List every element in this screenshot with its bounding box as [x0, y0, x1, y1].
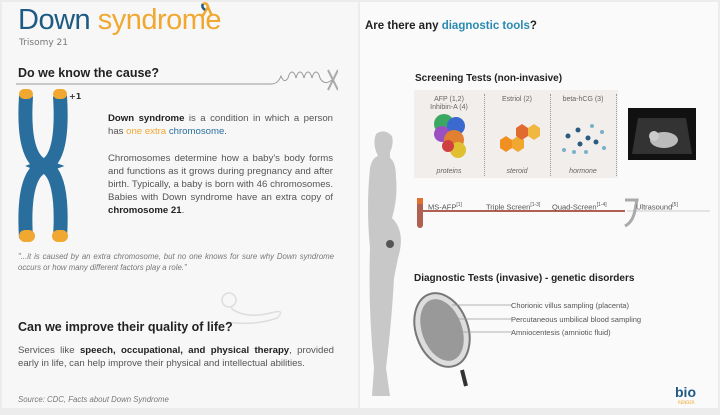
steroid-hexagons-icon	[500, 124, 540, 152]
bold-term: Down syndrome	[108, 113, 185, 124]
steroid-marker-label: Estriol (2)	[502, 96, 532, 103]
protein-structure-icon	[434, 114, 466, 158]
timeline-ultrasound: Ultrasound[5]	[636, 202, 678, 212]
label: Triple Screen	[486, 202, 531, 212]
biorender-logo: bio	[675, 384, 696, 400]
tools-heading: Are there any diagnostic tools?	[365, 20, 537, 32]
cause-heading: Do we know the cause?	[18, 66, 160, 80]
quality-heading: Can we improve their quality of life?	[18, 320, 233, 334]
page-title: Down syndrome	[18, 4, 222, 37]
timeline-ms-afp: MS-AFP[1]	[428, 202, 462, 212]
baby-illustration	[221, 292, 282, 325]
text: , provided early in life, can help impro…	[18, 345, 334, 369]
diagnostic-heading: Diagnostic Tests (invasive) - genetic di…	[414, 273, 635, 284]
diagnostic-item: Percutaneous umbilical blood sampling	[511, 315, 642, 324]
divider	[484, 94, 485, 176]
cdc-quote: "...it is caused by an extra chromosome,…	[18, 252, 334, 272]
highlight-blue: chromosome	[168, 126, 225, 137]
steroid-label: steroid	[506, 168, 528, 175]
text: ?	[529, 20, 537, 32]
definition-text: Down syndrome is a condition in which a …	[108, 112, 333, 138]
label: MS-AFP	[428, 202, 457, 212]
quality-text: Services like speech, occupational, and …	[18, 344, 334, 370]
text: .	[181, 205, 185, 216]
highlight: diagnostic tools	[441, 20, 530, 32]
subtitle: Trisomy 21	[19, 38, 68, 48]
label: Ultrasound	[636, 202, 673, 212]
timeline-triple-screen: Triple Screen[1-3]	[486, 202, 540, 212]
hormone-molecules-icon	[562, 124, 606, 154]
title-down: Down	[18, 4, 91, 36]
uterus-cross-section	[413, 292, 512, 387]
diagnostic-item: Chorionic villus sampling (placenta)	[511, 301, 629, 310]
ref: [5]	[672, 202, 678, 208]
divider	[616, 94, 617, 176]
dna-coil-divider	[16, 69, 338, 91]
ref: [1-3]	[530, 202, 541, 208]
divider	[550, 94, 551, 176]
text: is a condition in which a person has	[108, 113, 333, 137]
text: .	[224, 126, 227, 137]
proteins-label: proteins	[436, 168, 462, 175]
ref: [1]	[456, 202, 462, 208]
bold-term: chromosome 21	[108, 205, 182, 216]
timeline-quad-screen: Quad-Screen[1-4]	[552, 202, 607, 212]
title-syndrome: syndrome	[97, 4, 222, 36]
awareness-ribbon-icon	[200, 2, 214, 18]
hormone-label: hormone	[569, 168, 597, 175]
highlight-orange: one extra	[126, 126, 167, 137]
ultrasound-image	[628, 108, 696, 160]
biorender-logo-sub: RENDER	[678, 400, 695, 405]
hormone-marker-label: beta-hCG (3)	[562, 96, 604, 103]
text: Are there any	[365, 20, 442, 32]
text: Chromosomes determine how a baby's body …	[108, 153, 333, 203]
bold-term: speech, occupational, and physical thera…	[79, 345, 290, 356]
chromosome-text: Chromosomes determine how a baby's body …	[108, 152, 333, 217]
pregnant-woman-silhouette	[368, 131, 401, 396]
text: Services like	[18, 345, 80, 356]
screening-heading: Screening Tests (non-invasive)	[415, 73, 563, 84]
extra-chromosome-label: +1	[69, 92, 82, 101]
chromosome-illustration	[18, 89, 68, 242]
diagnostic-item: Amniocentesis (amniotic fluid)	[511, 328, 611, 337]
label: Quad-Screen	[552, 202, 597, 212]
source-citation: Source: CDC, Facts about Down Syndrome	[18, 395, 169, 404]
ref: [1-4]	[596, 202, 607, 208]
screening-timeline	[417, 198, 710, 228]
protein-markers-label: AFP (1,2) Inhibin-A (4)	[430, 96, 468, 111]
